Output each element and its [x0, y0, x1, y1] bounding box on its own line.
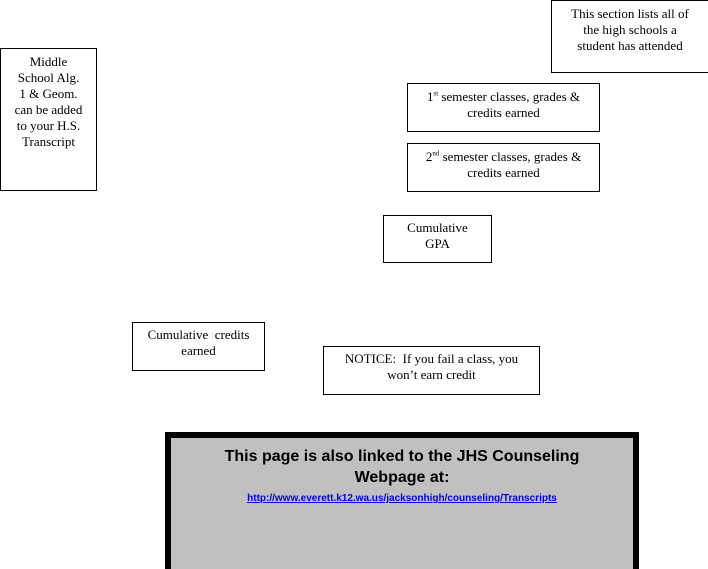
counseling-link-panel: This page is also linked to the JHS Coun… [165, 432, 639, 569]
ordinal-suffix: nd [432, 149, 440, 158]
middle-school-callout-line: Middle [29, 54, 68, 69]
cumulative-gpa-callout: Cumulative GPA [383, 215, 492, 263]
second-semester-callout-line: 2nd semester classes, grades & [412, 149, 595, 165]
second-semester-callout-line: credits earned [467, 165, 540, 180]
ordinal-number: 2 [425, 149, 433, 164]
cumulative-credits-callout: Cumulative credits earned [132, 322, 265, 371]
semester-description: semester classes, grades & [438, 89, 581, 104]
high-schools-callout-line: student has attended [577, 38, 683, 53]
first-semester-callout: 1st semester classes, grades & credits e… [407, 83, 600, 132]
link-panel-heading: Webpage at: [354, 469, 450, 486]
middle-school-callout-line: 1 & Geom. [19, 86, 78, 101]
first-semester-callout-line: credits earned [467, 105, 540, 120]
middle-school-callout: Middle School Alg. 1 & Geom. can be adde… [0, 48, 97, 191]
high-schools-callout: This section lists all of the high schoo… [551, 0, 708, 73]
middle-school-callout-line: to your H.S. [16, 118, 81, 133]
high-schools-callout-line: This section lists all of [571, 6, 689, 21]
ordinal-suffix: st [433, 89, 439, 98]
first-semester-callout-line: 1st semester classes, grades & [412, 89, 595, 105]
ordinal-number: 1 [426, 89, 434, 104]
semester-description: semester classes, grades & [439, 149, 582, 164]
cumulative-gpa-callout-line: GPA [425, 236, 450, 251]
notice-callout-line: won’t earn credit [387, 367, 476, 382]
middle-school-callout-line: School Alg. [17, 70, 80, 85]
cumulative-credits-callout-line: earned [181, 343, 216, 358]
middle-school-callout-line: can be added [14, 102, 83, 117]
notice-callout-line: NOTICE: If you fail a class, you [344, 351, 519, 366]
transcripts-link[interactable]: http://www.everett.k12.wa.us/jacksonhigh… [247, 493, 557, 504]
high-schools-callout-line: the high schools a [583, 22, 677, 37]
cumulative-credits-callout-line: Cumulative credits [147, 327, 250, 342]
cumulative-gpa-callout-line: Cumulative [407, 220, 468, 235]
notice-callout: NOTICE: If you fail a class, you won’t e… [323, 346, 540, 395]
link-panel-heading: This page is also linked to the JHS Coun… [224, 448, 580, 465]
middle-school-callout-line: Transcript [22, 134, 75, 149]
second-semester-callout: 2nd semester classes, grades & credits e… [407, 143, 600, 192]
